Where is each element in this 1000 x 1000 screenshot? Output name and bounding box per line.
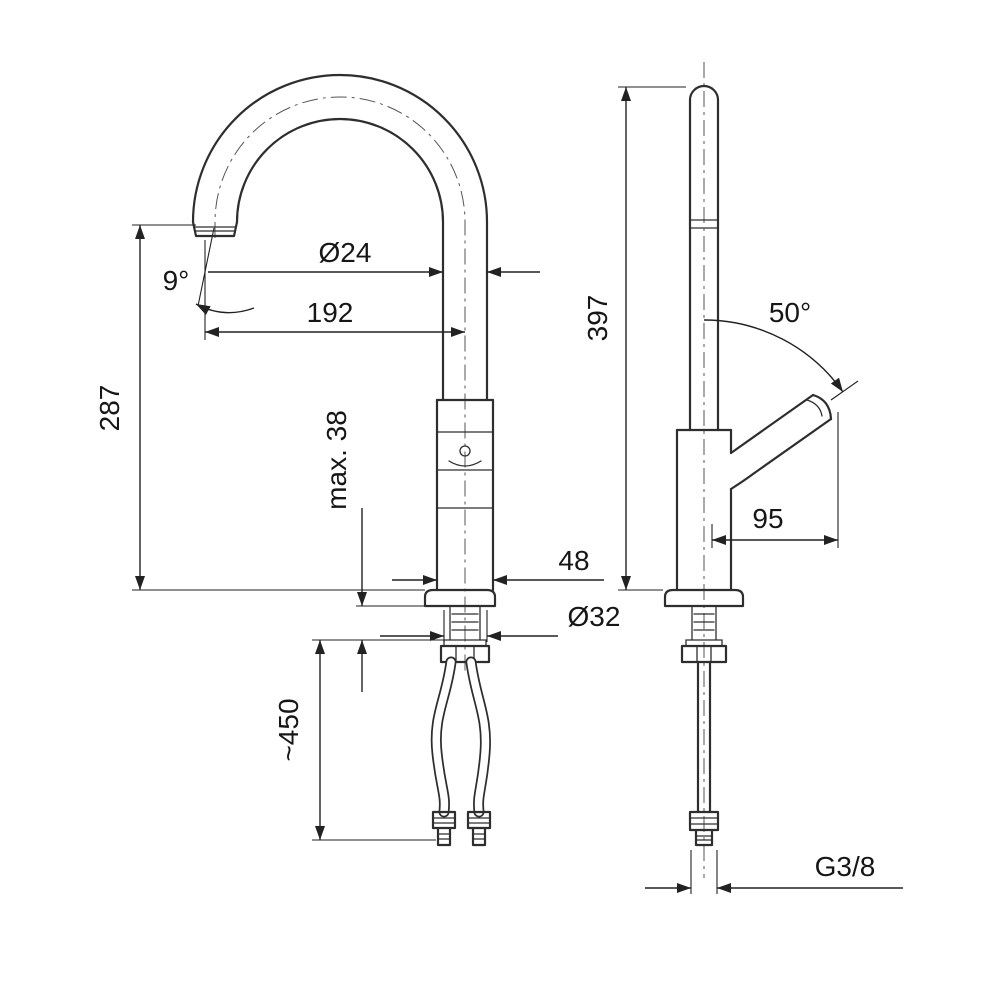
aerator-lines [193,226,237,232]
spout-diameter-label: Ø24 [319,237,372,268]
handle-screw-icon [459,445,471,457]
hose-length-label: ~450 [273,698,304,761]
max-deck-thickness-label: max. 38 [321,410,352,510]
spout-outline [191,73,489,402]
front-centerline [214,96,466,672]
body-detail-lines [436,431,494,509]
body-width-label: 48 [558,545,589,576]
handle-reach-label: 95 [752,503,783,534]
dim-max-deck-thickness [312,508,444,692]
dim-thread-size [645,850,903,894]
dim-hole-diameter [380,610,558,642]
supply-pipe [696,660,712,814]
supply-hoses [430,656,491,818]
side-body-outline [663,428,745,608]
total-height-label: 397 [582,295,613,342]
pipe-fitting [688,810,720,847]
dim-spout-angle [195,227,255,316]
handle-angle-label: 50° [769,297,811,328]
front-view [132,73,604,847]
body-smile-line [448,460,482,467]
column-outline [688,84,720,432]
dim-total-height [618,86,686,591]
body-outline [423,398,497,608]
dim-handle-angle [703,319,859,401]
hole-diameter-label: Ø32 [568,601,621,632]
dim-handle-reach [711,412,839,548]
column-joint-lines [689,219,719,229]
dim-spout-height [132,224,425,591]
side-view [618,62,903,894]
dim-hose-length [312,640,436,841]
handle-cap-line [806,399,823,417]
side-mounting-nut [680,644,728,664]
thread-size-label: G3/8 [815,851,876,882]
spout-height-label: 287 [94,385,125,432]
lever-handle [729,393,833,491]
spout-angle-label: 9° [163,265,190,296]
dim-spout-reach [204,240,465,340]
hose-connectors [431,810,492,847]
spout-reach-label: 192 [307,297,354,328]
